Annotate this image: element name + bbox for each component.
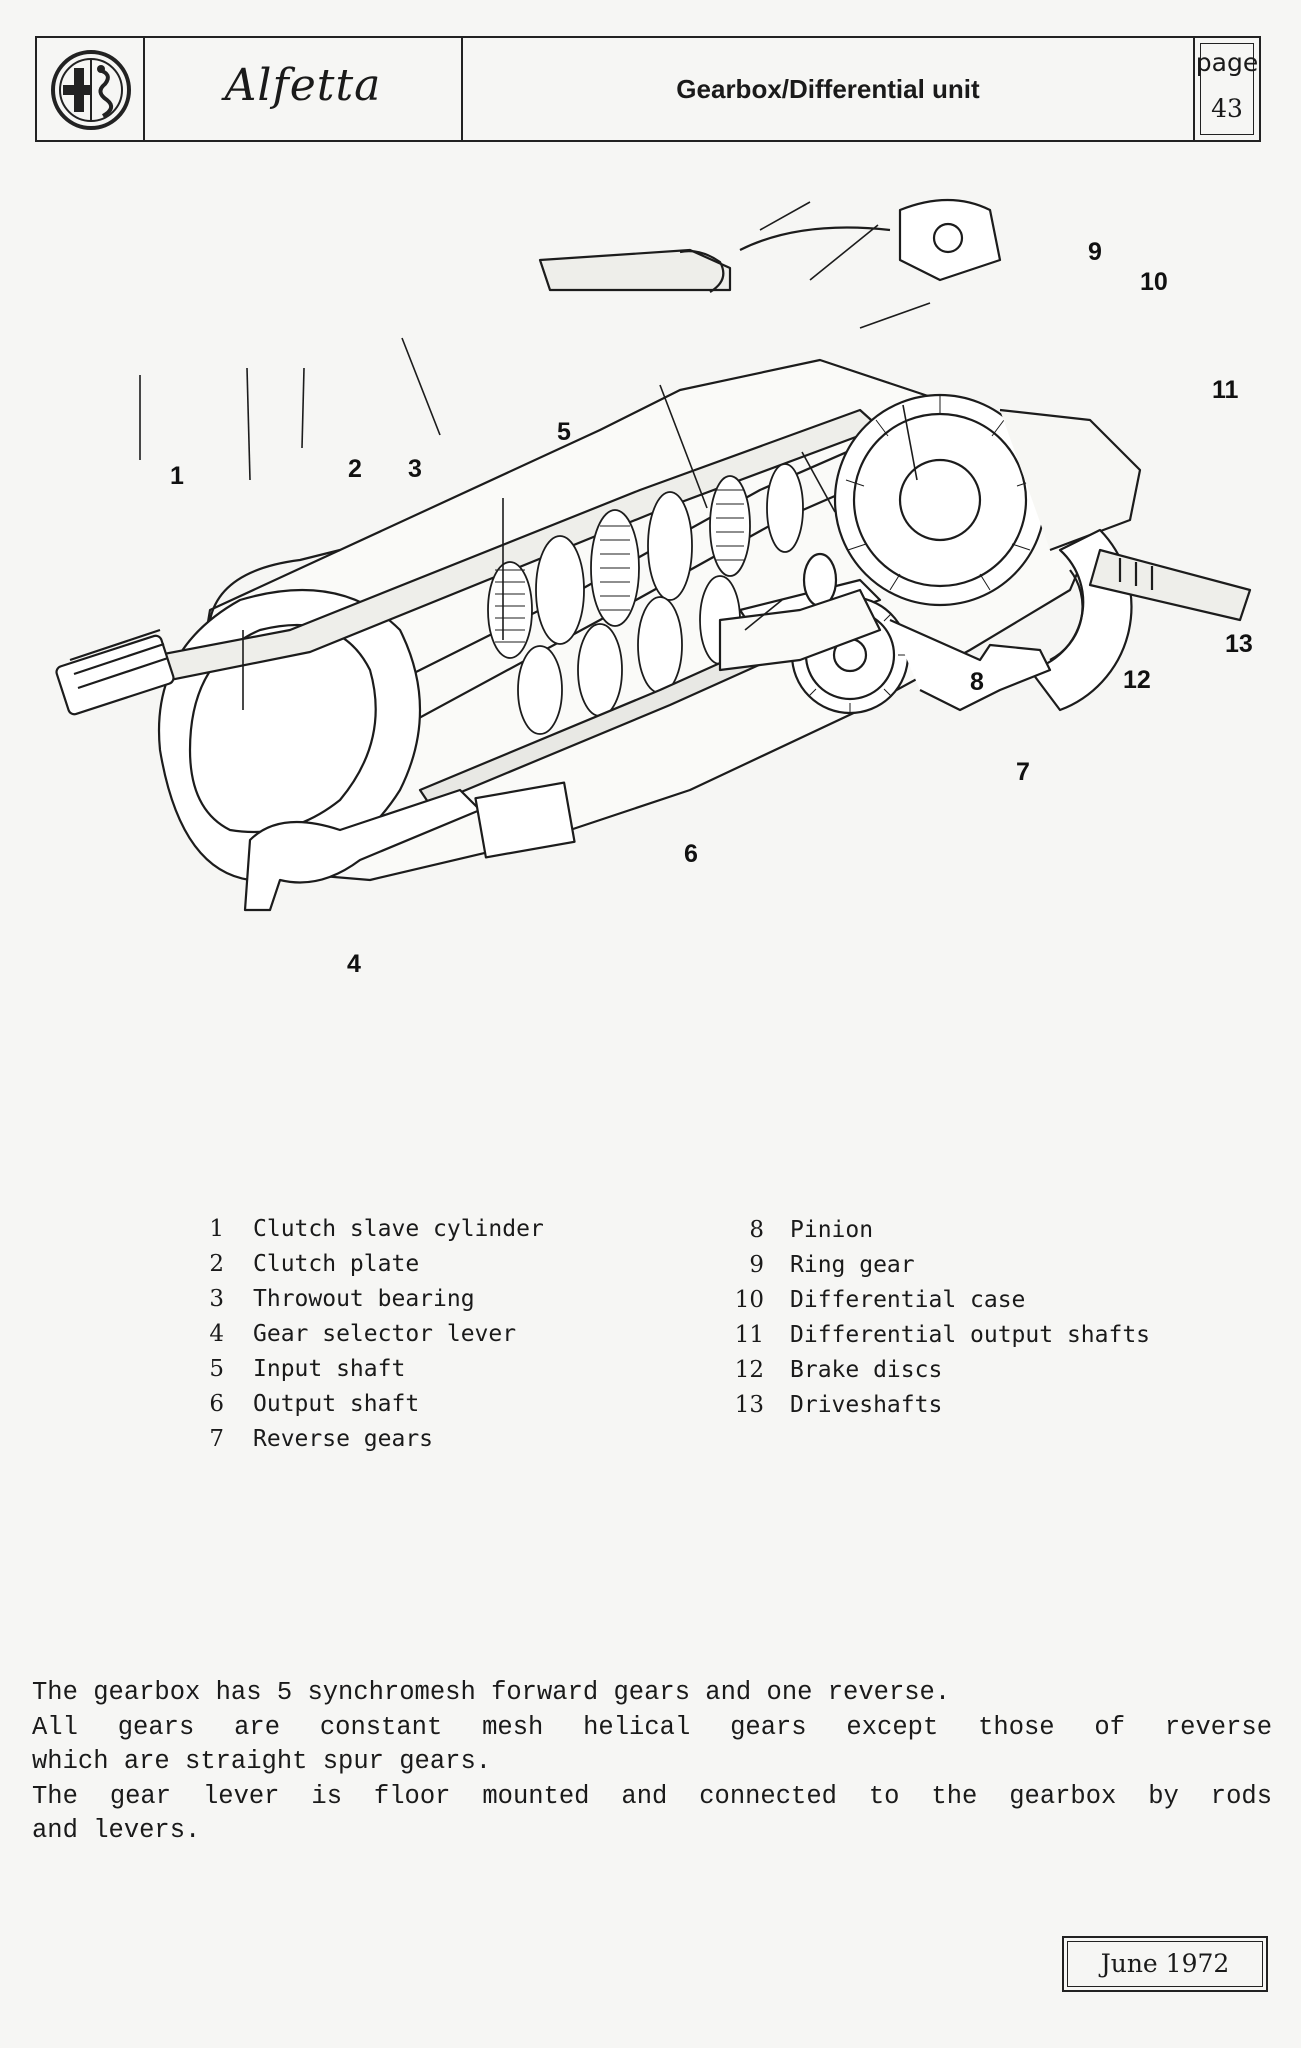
callout-2: 2 <box>348 455 362 483</box>
legend-number: 11 <box>734 1322 764 1348</box>
differential-case <box>999 408 1142 552</box>
legend-label: Differential case <box>790 1287 1026 1313</box>
date-box-frame <box>1067 1941 1263 1987</box>
legend-number: 1 <box>209 1216 224 1242</box>
brand-cell: Alfetta <box>145 38 463 140</box>
legend-number: 9 <box>749 1252 764 1278</box>
description-line: which are straight spur gears. <box>32 1747 492 1776</box>
title-cell: Gearbox/Differential unit <box>463 38 1195 140</box>
reverse-gears <box>718 552 1052 715</box>
page-number-cell: page 43 <box>1195 38 1259 140</box>
legend-number: 8 <box>749 1217 764 1243</box>
description-line: The gearbox has 5 synchromesh forward ge… <box>32 1678 951 1707</box>
callout-10: 10 <box>1140 268 1168 296</box>
gear-teeth-hatching <box>495 489 744 643</box>
legend-label: Pinion <box>790 1217 874 1243</box>
legend-number: 3 <box>209 1286 224 1312</box>
legend-label: Reverse gears <box>253 1426 434 1452</box>
publication-date: June 1972 <box>1100 1949 1230 1978</box>
legend-number: 6 <box>209 1391 224 1417</box>
legend-label: Ring gear <box>790 1252 915 1278</box>
gear-selector-lever <box>243 788 482 912</box>
top-mount <box>898 198 1002 282</box>
legend-label: Input shaft <box>253 1356 406 1382</box>
callout-3: 3 <box>408 455 422 483</box>
legend-label: Gear selector lever <box>253 1321 517 1347</box>
page-number: 43 <box>1211 94 1243 123</box>
legend-number: 5 <box>209 1356 224 1382</box>
legend-label: Differential output shafts <box>790 1322 1151 1348</box>
callout-leader-lines <box>139 201 931 710</box>
driveshaft-right <box>1088 548 1252 622</box>
driveshaft-left <box>538 248 732 292</box>
callout-1: 1 <box>170 462 184 490</box>
callout-8: 8 <box>970 668 984 696</box>
callout-9: 9 <box>1088 238 1102 266</box>
legend-number: 12 <box>734 1357 764 1383</box>
alfa-romeo-badge-icon <box>51 50 131 130</box>
legend-label: Clutch plate <box>253 1251 420 1277</box>
legend-number: 13 <box>734 1392 764 1418</box>
legend-number: 10 <box>734 1287 764 1313</box>
legend-label: Driveshafts <box>790 1392 943 1418</box>
page-title: Gearbox/Differential unit <box>676 74 980 104</box>
brand-logotype: Alfetta <box>224 60 382 111</box>
callout-4: 4 <box>347 950 361 978</box>
logo-cell <box>37 38 145 140</box>
callout-5: 5 <box>557 418 571 446</box>
callout-6: 6 <box>684 840 698 868</box>
description-line: The gear lever is floor mounted and conn… <box>32 1781 1272 1811</box>
callout-12: 12 <box>1123 666 1151 694</box>
date-box: June 1972 <box>1062 1936 1268 1992</box>
page-label: page <box>1195 48 1259 77</box>
cutaway-drawing <box>55 198 1252 912</box>
callout-11: 11 <box>1212 376 1239 404</box>
gearbox-differential-cutaway-illustration: 1 2 3 4 5 6 7 8 9 10 11 12 13 <box>40 190 1270 990</box>
legend-number: 2 <box>209 1251 224 1277</box>
page-number-frame <box>1200 43 1254 135</box>
legend-number: 7 <box>209 1426 224 1452</box>
legend-label: Output shaft <box>253 1391 420 1417</box>
description-line: All gears are constant mesh helical gear… <box>32 1712 1272 1742</box>
legend-number: 4 <box>209 1321 224 1347</box>
description-text: The gearbox has 5 synchromesh forward ge… <box>32 1676 1272 1849</box>
legend-label: Brake discs <box>790 1357 943 1383</box>
legend-label: Clutch slave cylinder <box>253 1216 544 1242</box>
callout-7: 7 <box>1016 758 1030 786</box>
description-line: and levers. <box>32 1816 201 1845</box>
legend-label: Throwout bearing <box>253 1286 475 1312</box>
callout-13: 13 <box>1225 630 1253 658</box>
page-header: Alfetta Gearbox/Differential unit page 4… <box>35 36 1261 142</box>
